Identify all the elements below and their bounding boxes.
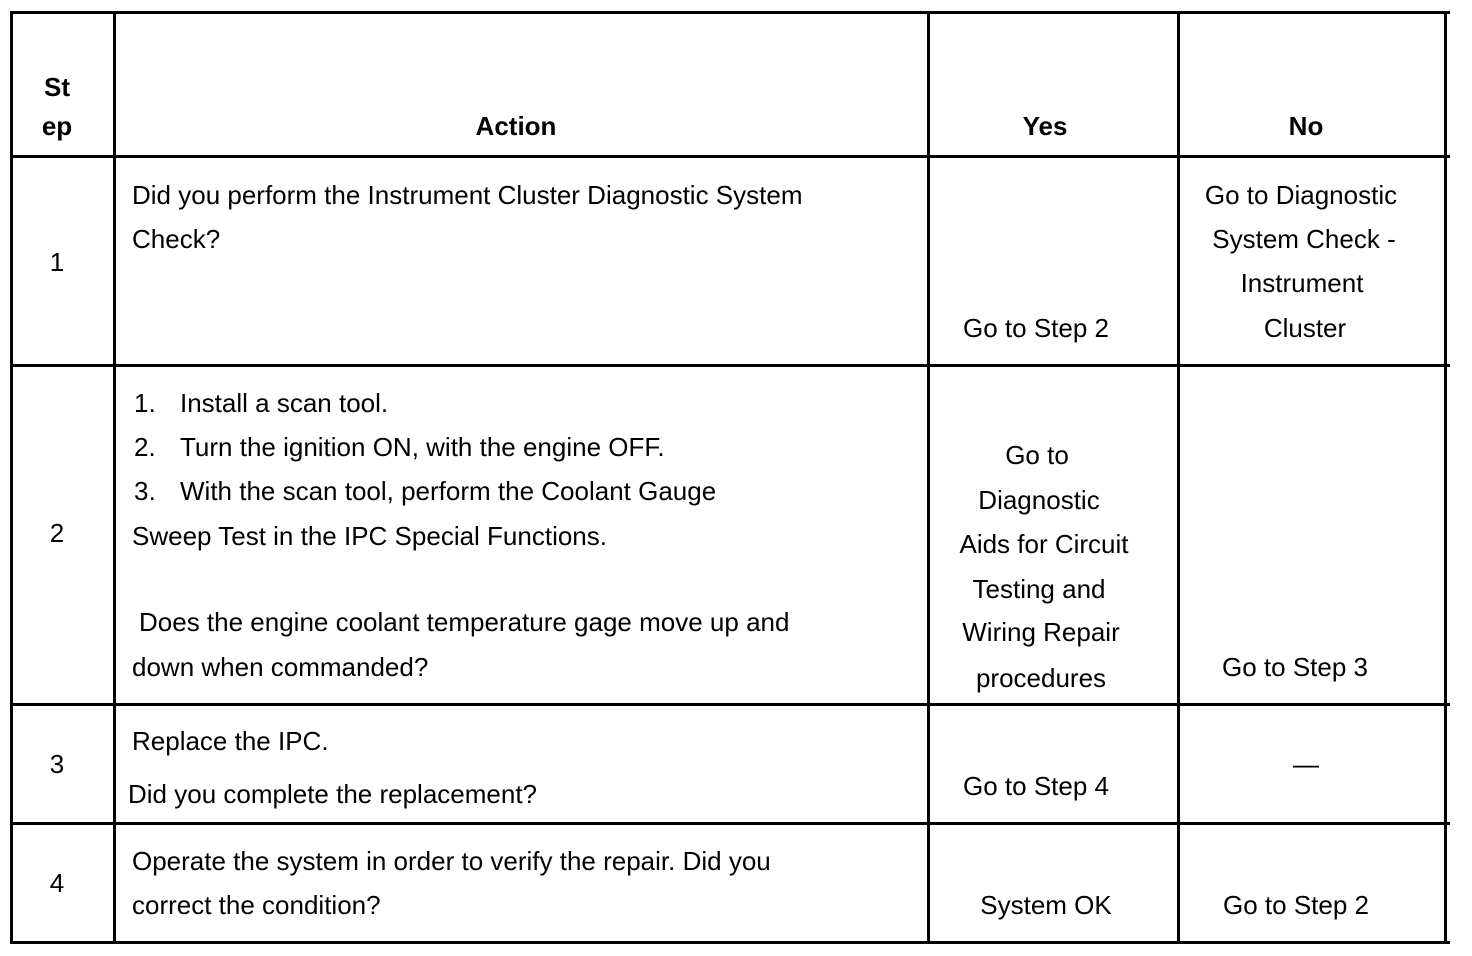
- no-text: Cluster: [1263, 313, 1347, 343]
- no-text: Instrument: [1240, 268, 1364, 298]
- list-item-number: 3.: [134, 476, 156, 506]
- no-text: —: [1293, 749, 1319, 779]
- action-text: Did you perform the Instrument Cluster D…: [132, 180, 803, 210]
- header-action: Action: [475, 111, 557, 141]
- no-text: Go to Step 3: [1222, 652, 1368, 682]
- header-step-line1: St: [44, 72, 70, 102]
- list-item-number: 1.: [134, 388, 156, 418]
- step-number: 4: [49, 868, 65, 898]
- yes-text: Go to Step 4: [963, 771, 1109, 801]
- no-text: Go to Diagnostic: [1204, 180, 1398, 210]
- column-divider-action-yes: [927, 11, 930, 944]
- row-divider-2: [10, 703, 1450, 706]
- table-border-left: [10, 11, 13, 944]
- action-question: correct the condition?: [132, 890, 381, 920]
- yes-text: procedures: [975, 663, 1107, 693]
- action-text: Sweep Test in the IPC Special Functions.: [132, 521, 607, 551]
- list-item-text: Turn the ignition ON, with the engine OF…: [180, 432, 665, 462]
- no-text: Go to Step 2: [1223, 890, 1369, 920]
- table-border-right: [1444, 11, 1447, 944]
- row-divider-1: [10, 364, 1450, 367]
- action-question: Did you complete the replacement?: [128, 779, 538, 809]
- no-text: System Check -: [1212, 224, 1396, 254]
- list-item-number: 2.: [134, 432, 156, 462]
- header-step-line2: ep: [41, 111, 73, 141]
- step-number: 3: [49, 749, 65, 779]
- yes-text: System OK: [980, 890, 1112, 920]
- step-number: 2: [49, 518, 65, 548]
- table-border-bottom: [10, 941, 1450, 944]
- column-divider-step-action: [113, 11, 116, 944]
- yes-text: Go to: [1005, 440, 1069, 470]
- column-divider-yes-no: [1177, 11, 1180, 944]
- header-yes: Yes: [1022, 111, 1068, 141]
- yes-text: Go to Step 2: [963, 313, 1109, 343]
- action-question: Does the engine coolant temperature gage…: [139, 607, 790, 637]
- yes-text: Aids for Circuit: [959, 529, 1129, 559]
- row-divider-3: [10, 822, 1450, 825]
- list-item-text: With the scan tool, perform the Coolant …: [180, 476, 717, 506]
- step-number: 1: [49, 247, 65, 277]
- yes-text: Testing and: [972, 574, 1106, 604]
- action-text: Operate the system in order to verify th…: [132, 846, 771, 876]
- action-text: Check?: [132, 224, 221, 254]
- header-no: No: [1288, 111, 1324, 141]
- table-border-top: [10, 11, 1450, 14]
- header-divider: [10, 155, 1450, 158]
- list-item-text: Install a scan tool.: [180, 388, 389, 418]
- yes-text: Wiring Repair: [962, 617, 1120, 647]
- yes-text: Diagnostic: [978, 485, 1100, 515]
- action-text: Replace the IPC.: [132, 726, 329, 756]
- action-question: down when commanded?: [132, 652, 429, 682]
